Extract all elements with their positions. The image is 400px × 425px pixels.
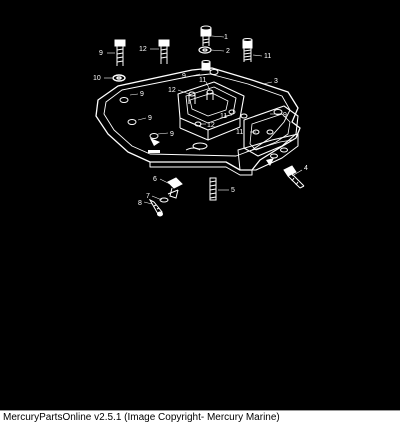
- callout-9-left-hole: 9: [140, 91, 144, 98]
- copyright-caption: MercuryPartsOnline v2.5.1 (Image Copyrig…: [3, 412, 280, 423]
- parts-diagram-panel: 1 2 9 12 11 10 3 9 9 11 12 9 9 12 11 11 …: [93, 25, 308, 217]
- dowel-part-2b: [201, 60, 211, 71]
- internal-fastener-11b: [240, 113, 248, 119]
- callout-10: 10: [93, 75, 101, 82]
- callout-11-inner: 11: [199, 77, 206, 84]
- callout-5: 5: [231, 187, 235, 194]
- callout-12-lower: 12: [207, 122, 215, 129]
- callout-8: 8: [138, 200, 142, 207]
- callout-2: 2: [226, 48, 230, 55]
- callout-12-inner: 12: [168, 87, 176, 94]
- internal-fastener-12a: [188, 91, 196, 104]
- bolt-part-1: [200, 25, 212, 46]
- callout-6: 6: [153, 176, 157, 183]
- fitting-part-6: [167, 177, 183, 199]
- callout-9-front: 9: [170, 131, 174, 138]
- washer-part-2: [198, 46, 212, 54]
- internal-fastener-11a: [206, 89, 214, 100]
- callout-9-right: 9: [283, 112, 287, 119]
- bolt-part-12-top: [158, 39, 170, 64]
- callout-3: 3: [274, 78, 278, 85]
- leader-lines: [104, 35, 303, 205]
- callout-12-top: 12: [139, 46, 147, 53]
- screw-part-8: [148, 198, 163, 217]
- callout-11-lower: 11: [236, 129, 243, 136]
- stud-part-5: [209, 177, 217, 201]
- callout-9-mid: 9: [148, 115, 152, 122]
- bolt-part-11-top: [242, 38, 253, 62]
- exploded-parts-diagram: 1 2 9 12 11 10 3 9 9 11 12 9 9 12 11 11 …: [93, 25, 308, 217]
- washer-part-7: [159, 197, 169, 203]
- callout-11-mid: 11: [220, 113, 227, 120]
- callout-9-left-bolt: 9: [99, 50, 103, 57]
- callout-4: 4: [304, 165, 308, 172]
- callout-7: 7: [146, 193, 150, 200]
- bolt-part-4: [283, 165, 305, 189]
- callout-9-top: 9: [182, 73, 186, 80]
- washer-part-10: [112, 74, 126, 82]
- callout-11-top: 11: [264, 53, 271, 60]
- bolt-part-9-left: [114, 39, 126, 66]
- footer-bar: MercuryPartsOnline v2.5.1 (Image Copyrig…: [0, 410, 400, 425]
- callout-1: 1: [224, 34, 228, 41]
- adapter-plate: [95, 67, 301, 176]
